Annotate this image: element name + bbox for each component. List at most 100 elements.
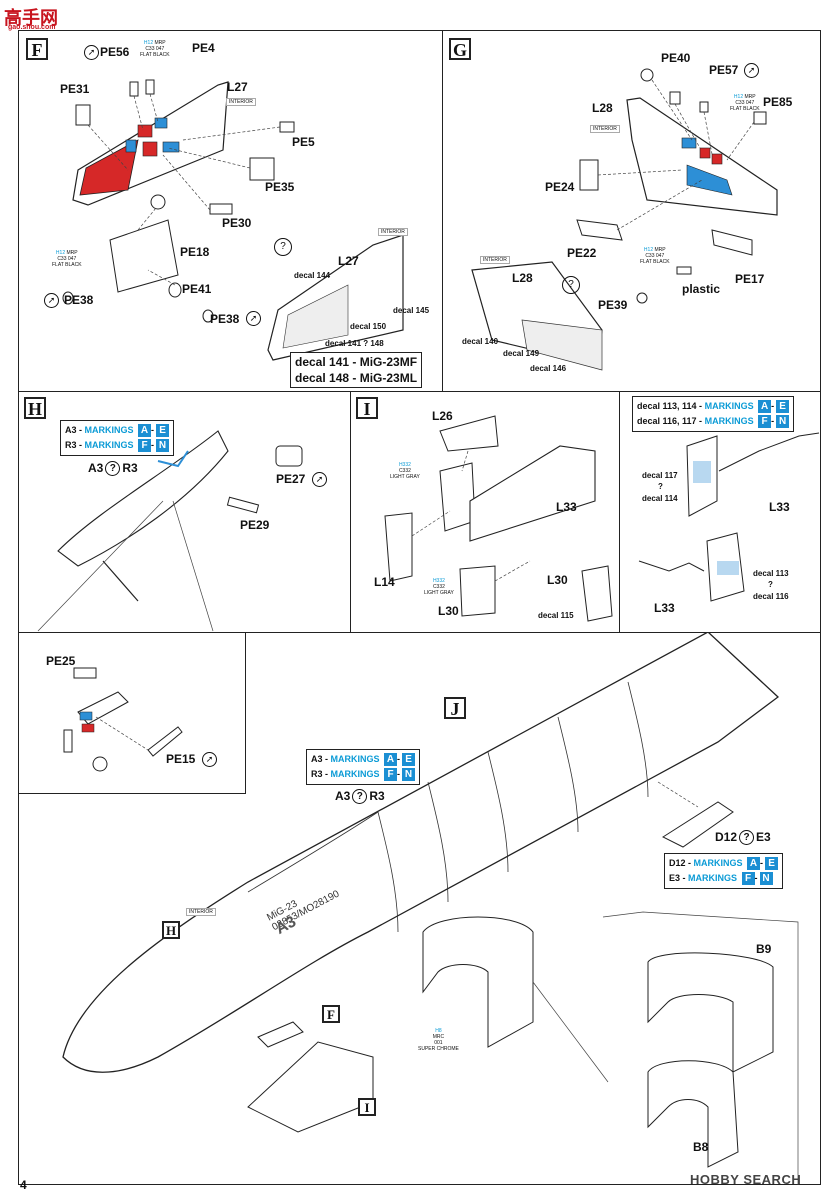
part-label: L14 [374,575,395,589]
decal-label: decal 145 [393,306,430,315]
step-f: F [26,38,48,60]
decal-label: decal 140 [462,337,499,346]
paint-code-box: H332 C332 LIGHT GRAY [390,462,420,480]
part-label: PE27 [276,472,306,486]
part-label: L33 [556,500,577,514]
markings-table: A3 - MARKINGS A-E R3 - MARKINGS F-N [60,420,175,456]
decal-label: decal 141 ? 148 [325,339,384,348]
section-g-drawing [471,68,778,371]
part-label: L28 [512,271,533,285]
decal-label: ? [658,482,663,491]
interior-paint-tag: INTERIOR [378,228,408,236]
rotate-arrow-icon: ➚ [244,310,263,328]
paint-code-box: H332 C332 LIGHT GRAY [424,578,454,596]
rotate-arrow-icon: ➚ [42,292,61,310]
paint-code-box: H12 MRP C33 047 FLAT BLACK [52,250,82,268]
part-label: B9 [756,942,772,956]
part-label: PE31 [60,82,90,96]
part-label: PE38 [210,312,240,326]
decal-label: decal 114 [642,494,678,503]
rotate-arrow-icon: ➚ [742,62,761,80]
watermark: HOBBY SEARCH [690,1172,802,1187]
part-label: PE22 [567,246,597,260]
right-panel-drawing [638,432,820,602]
part-label: L33 [654,601,675,615]
interior-paint-tag: INTERIOR [186,908,216,916]
part-label: PE56 [100,45,130,59]
part-label: PE39 [598,298,628,312]
paint-code-box: H12 MRP C33 047 FLAT BLACK [640,247,670,265]
interior-paint-tag: INTERIOR [480,256,510,264]
page-number: 4 [20,1178,27,1192]
decal-label: decal 115 [538,611,574,620]
rotate-arrow-icon: ➚ [310,471,329,489]
step-i: I [356,397,378,419]
step-g: G [449,38,471,60]
decal-note: decal 141 - MiG-23MF [295,355,418,369]
site-logo-text: 高手网 [4,8,58,28]
part-label: L28 [592,101,613,115]
part-label: PE17 [735,272,765,286]
section-h-drawing [37,430,303,632]
part-label: L30 [438,604,459,618]
section-f-drawing [62,79,404,361]
decal-label: decal 149 [503,349,540,358]
site-logo: 高手网 gao.shou.com [4,4,74,34]
paint-code-box: H8 MRC 001 SUPER CHROME [418,1028,459,1052]
part-label: PE5 [292,135,315,149]
step-j: J [444,697,466,719]
fuselage-drawing [62,632,799,1185]
version-choice: A3?R3 [335,789,385,805]
question-icon: ? [272,238,294,256]
part-label: L26 [432,409,453,423]
part-label: PE30 [222,216,252,230]
rotate-arrow-icon: ➚ [200,751,219,769]
part-label: PE38 [64,293,94,307]
panel-j [18,632,821,1185]
interior-paint-tag: INTERIOR [590,125,620,133]
decal-label: ? [768,580,773,589]
question-icon: ? [560,276,582,294]
decal-note: decal 148 - MiG-23ML [295,371,418,385]
section-h-inset-drawing [63,667,183,772]
paint-code-box: H12 MRP C33 047 FLAT BLACK [140,40,170,58]
part-label: B8 [693,1140,709,1154]
rotate-arrow-icon: ➚ [82,44,101,62]
part-label: L27 [227,80,248,94]
panel-right [619,391,821,633]
decal-label: decal 150 [350,322,387,331]
paint-code-box: H12 MRP C33 047 FLAT BLACK [730,94,760,112]
part-label: PE4 [192,41,215,55]
decal-markings-table: decal 113, 114 - MARKINGS A-E decal 116,… [632,396,795,432]
version-choice: D12?E3 [715,830,771,846]
part-label: PE24 [545,180,575,194]
marker-f: F [322,1005,340,1023]
version-choice: A3?R3 [88,461,138,477]
part-label: PE18 [180,245,210,259]
part-label: L33 [769,500,790,514]
part-label: PE40 [661,51,691,65]
step-h: H [24,397,46,419]
part-label: PE35 [265,180,295,194]
marker-i: I [358,1098,376,1116]
section-i-drawing [384,415,613,622]
marker-h: H [162,921,180,939]
part-label: PE85 [763,95,793,109]
decal-note-box: decal 141 - MiG-23MF decal 148 - MiG-23M… [290,352,423,388]
markings-table: D12 - MARKINGS A-E E3 - MARKINGS F-N [664,853,784,889]
interior-paint-tag: INTERIOR [226,98,256,106]
part-label: PE29 [240,518,270,532]
decal-label: decal 117 [642,471,678,480]
part-label: plastic [682,282,721,296]
markings-table: A3 - MARKINGS A-E R3 - MARKINGS F-N [306,749,421,785]
part-label: PE15 [166,752,196,766]
part-label: L27 [338,254,359,268]
part-label: PE25 [46,654,76,668]
decal-label: decal 144 [294,271,331,280]
site-logo-url: gao.shou.com [8,24,56,31]
part-label: PE57 [709,63,739,77]
part-label: L30 [547,573,568,587]
decal-label: decal 113 [753,569,789,578]
decal-label: decal 116 [753,592,789,601]
decal-label: decal 146 [530,364,567,373]
